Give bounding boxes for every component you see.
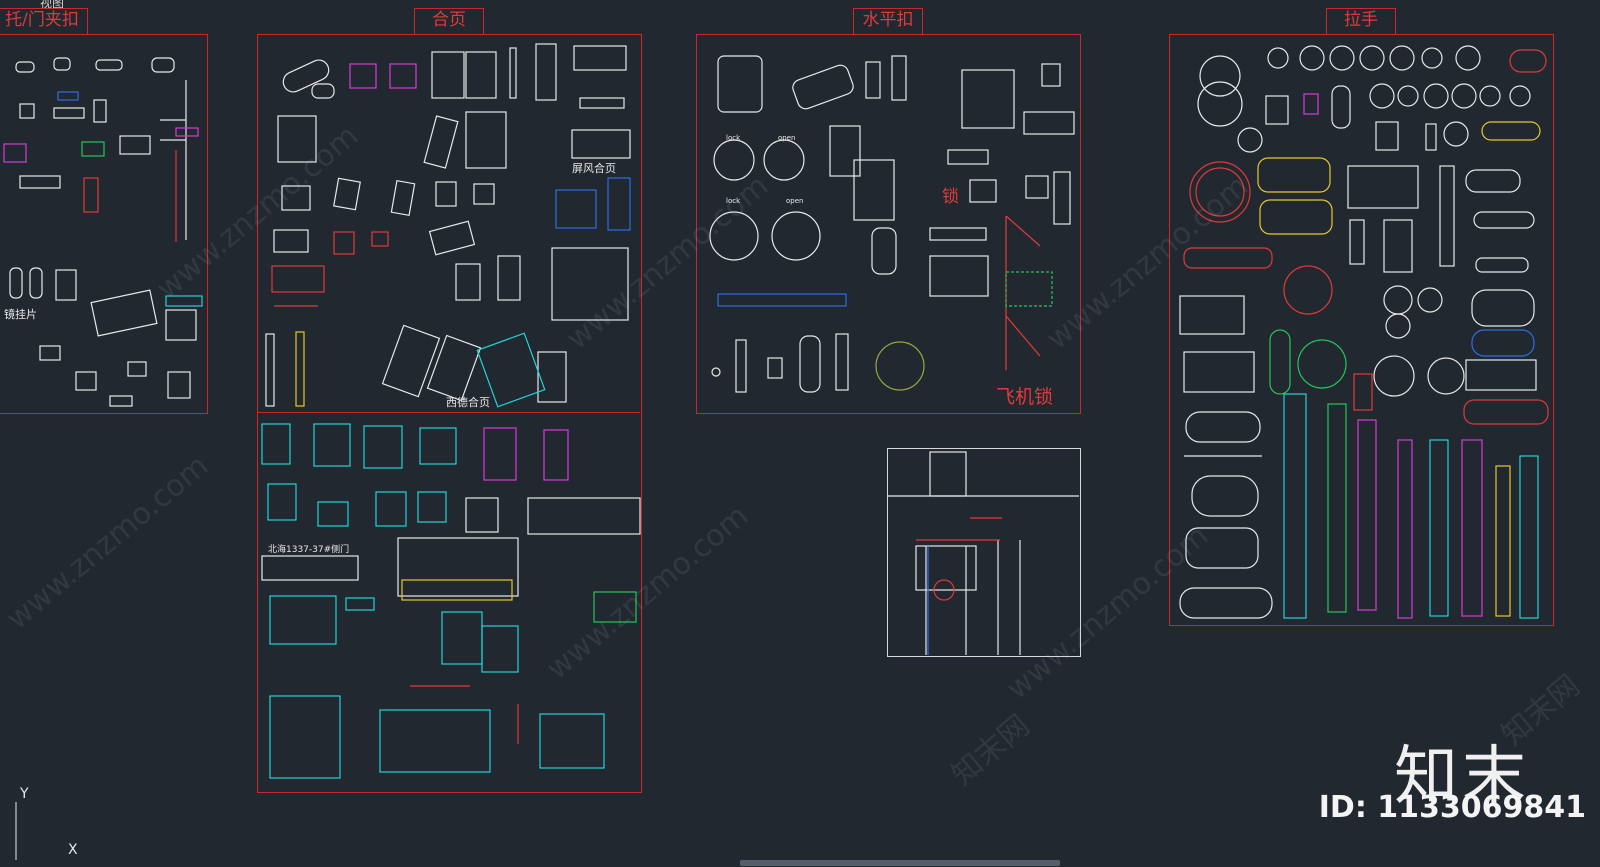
label-north-sea-note: 北海1337-37#侧门 xyxy=(268,545,350,555)
panel-latch xyxy=(696,34,1081,414)
latch-symbols xyxy=(709,55,1075,393)
ucs-y-label: Y xyxy=(19,786,29,802)
label-screen-hinge: 屏风合页 xyxy=(572,162,616,175)
panel-hinge xyxy=(257,34,642,793)
ucs-x-label: X xyxy=(68,842,78,858)
hinge-symbols xyxy=(265,43,631,407)
horizontal-scrollbar[interactable] xyxy=(740,860,1060,866)
door-clip-symbols xyxy=(9,57,197,407)
detail-drawing-box xyxy=(887,448,1081,657)
image-id: ID: 1133069841 xyxy=(1318,790,1586,825)
label-mirror-hook: 镜挂片 xyxy=(4,308,37,321)
label-lock-2: lock xyxy=(726,197,741,205)
label-lock-1: lock xyxy=(726,134,741,142)
label-plane-lock: 飞机锁 xyxy=(996,386,1054,408)
brand-logo-text: 知末 xyxy=(1394,740,1530,814)
panel-title-hinge: 合页 xyxy=(414,8,484,34)
handle-symbols xyxy=(1179,45,1537,619)
hinge-detail-symbols xyxy=(261,423,605,779)
ucs-icon: Y X xyxy=(10,782,90,867)
panel-title-latch: 水平扣 xyxy=(853,8,923,34)
panel-title-door-clip: 托/门夹扣 xyxy=(0,8,88,34)
label-open-2: open xyxy=(786,197,804,205)
panel-title-handle: 拉手 xyxy=(1326,8,1396,34)
panel-door-clip xyxy=(0,34,208,414)
top-title-fragment: 视图 xyxy=(40,0,65,10)
label-lock: 锁 xyxy=(942,187,959,207)
panel-handle xyxy=(1169,34,1554,626)
label-open-1: open xyxy=(778,134,796,142)
panel-hinge-divider xyxy=(257,412,640,413)
